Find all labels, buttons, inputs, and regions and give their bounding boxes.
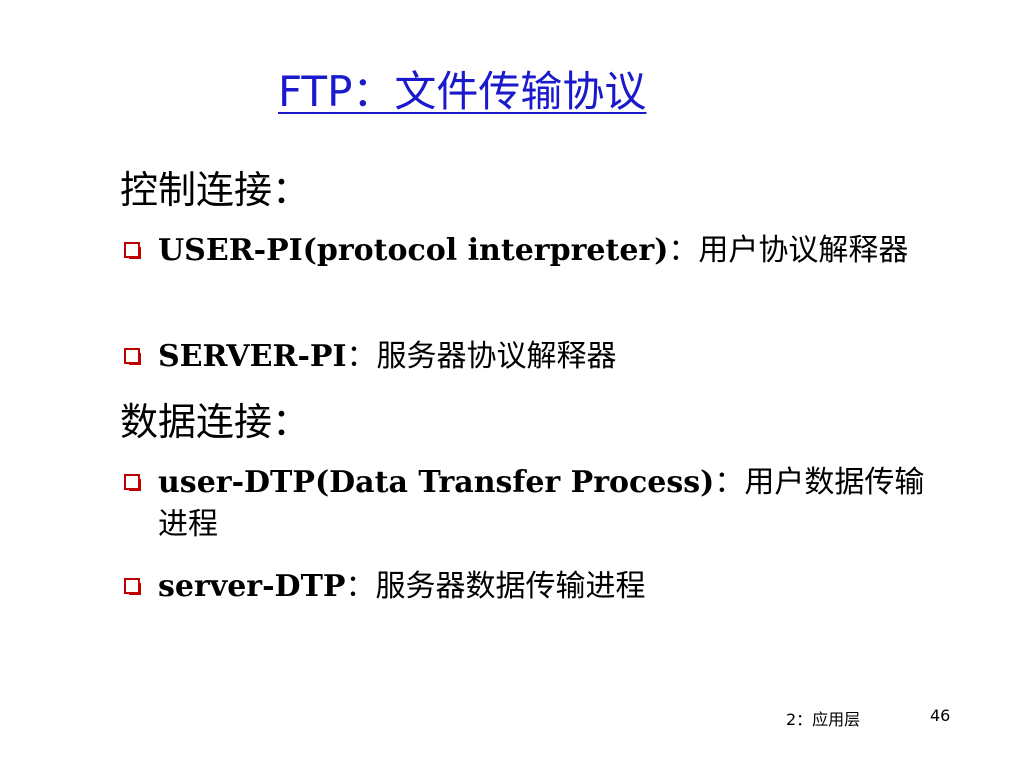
bullet-text: server-DTP：服务器数据传输进程: [158, 566, 944, 608]
bullet-term: SERVER-PI: [158, 339, 347, 374]
slide-title: FTP：文件传输协议: [278, 67, 647, 116]
square-bullet-icon: [124, 578, 141, 595]
bullet-desc: ：用户协议解释器: [668, 233, 909, 268]
bullet-text: SERVER-PI：服务器协议解释器: [158, 336, 944, 378]
bullet-item: server-DTP：服务器数据传输进程: [124, 566, 944, 608]
bullet-item: USER-PI(protocol interpreter)：用户协议解释器: [124, 230, 944, 272]
bullet-item: SERVER-PI：服务器协议解释器: [124, 336, 944, 378]
bullet-text: USER-PI(protocol interpreter)：用户协议解释器: [158, 230, 944, 272]
section-heading-data: 数据连接：: [120, 400, 311, 444]
footer-chapter: 2：应用层: [786, 710, 861, 729]
square-bullet-icon: [124, 242, 141, 259]
bullet-term: server-DTP: [158, 569, 346, 604]
square-bullet-icon: [124, 348, 141, 365]
bullet-item: user-DTP(Data Transfer Process)：用户数据传输进程: [124, 462, 944, 546]
bullet-desc: ：服务器数据传输进程: [345, 569, 646, 604]
square-bullet-icon: [124, 474, 141, 491]
bullet-desc: ：服务器协议解释器: [346, 339, 617, 374]
bullet-term: USER-PI(protocol interpreter): [158, 233, 669, 268]
bullet-text: user-DTP(Data Transfer Process)：用户数据传输进程: [158, 462, 944, 546]
bullet-desc: ：用户数据传输进程: [158, 465, 925, 542]
section-heading-control: 控制连接：: [120, 168, 311, 212]
bullet-term: user-DTP(Data Transfer Process): [158, 465, 715, 500]
page-number: 46: [930, 706, 951, 725]
